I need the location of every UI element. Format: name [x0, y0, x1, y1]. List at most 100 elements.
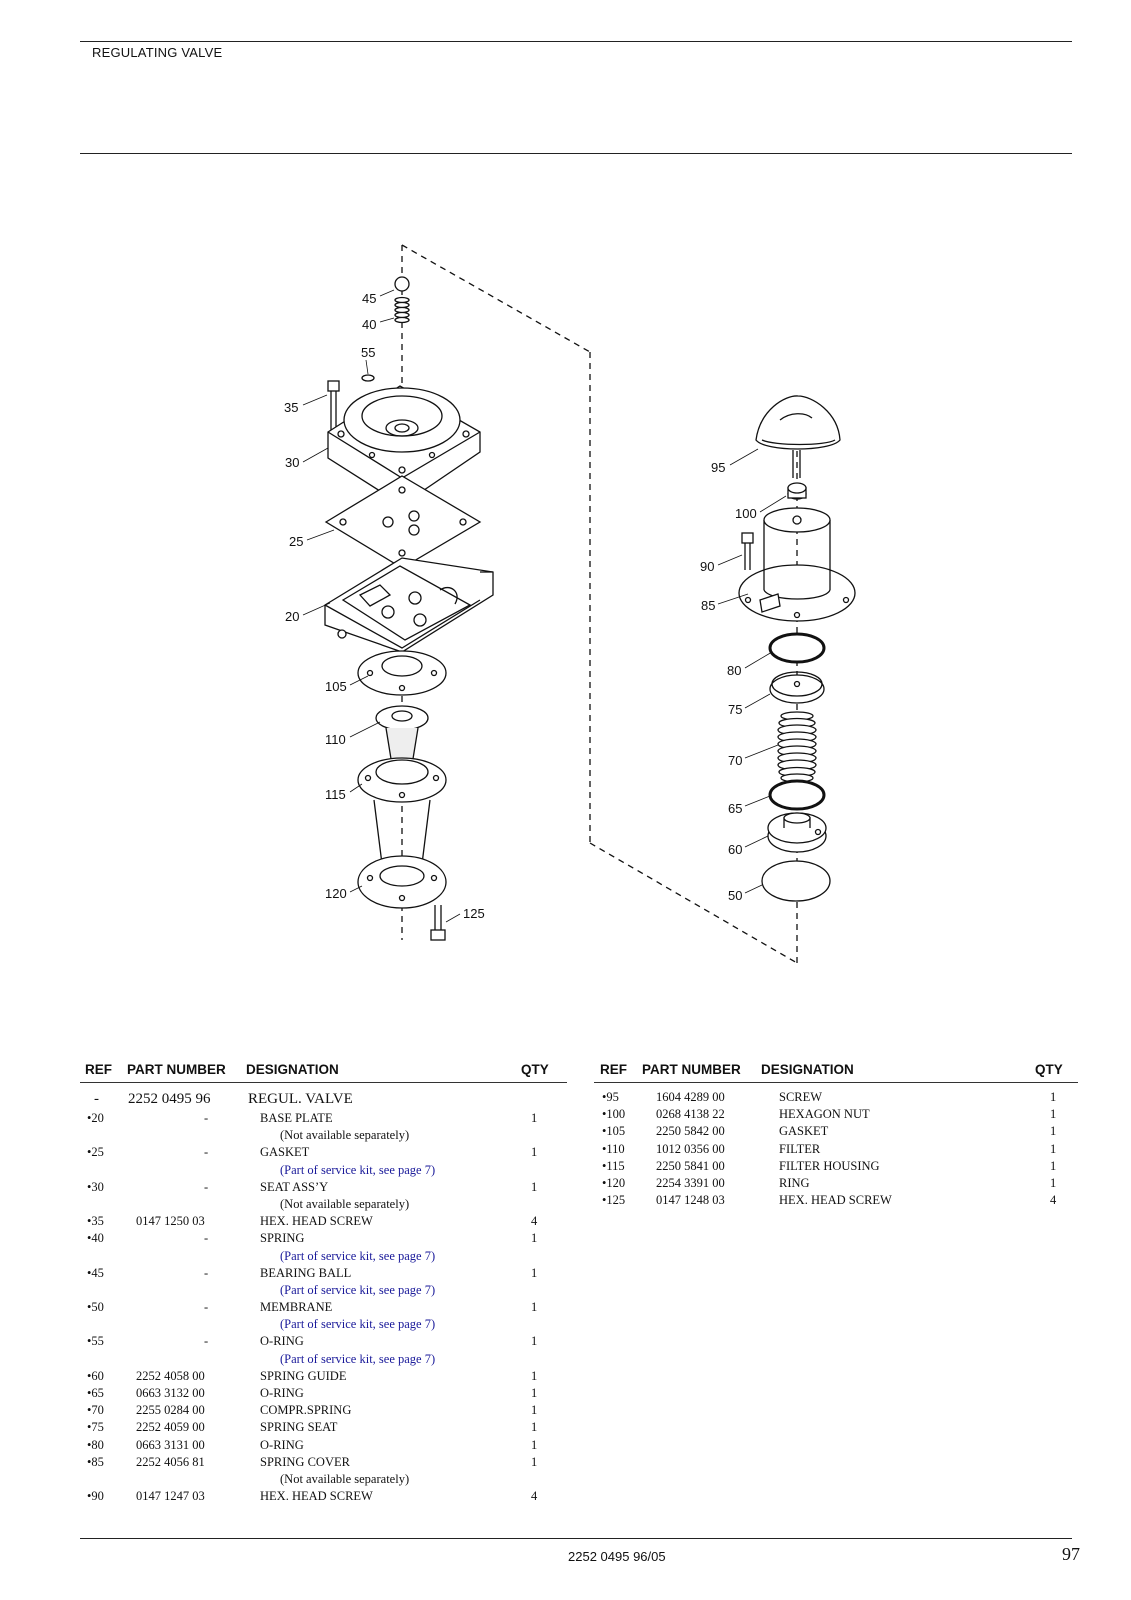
table-row: •105 2250 5842 00 GASKET 1 — [594, 1123, 1078, 1140]
table-row: •95 1604 4289 00 SCREW 1 — [594, 1089, 1078, 1106]
part-85-spring-cover — [738, 507, 856, 622]
callout-25: 25 — [289, 534, 303, 549]
table-row: •90 0147 1247 03 HEX. HEAD SCREW 4 — [80, 1488, 567, 1505]
cell-part-number: 2252 0495 96 — [128, 1091, 211, 1107]
cell-ref: •105 — [602, 1124, 626, 1139]
callout-20: 20 — [285, 609, 299, 624]
part-70-compr-spring — [777, 711, 817, 783]
table-row-note: (Part of service kit, see page 7) — [80, 1351, 567, 1368]
column-header-ref: REF — [85, 1062, 112, 1077]
cell-note: (Not available separately) — [280, 1196, 410, 1211]
column-header-qty: QTY — [521, 1062, 549, 1077]
callout-80: 80 — [727, 663, 741, 678]
callout-labels: 45 40 55 35 30 25 20 105 110 115 120 125… — [284, 291, 757, 921]
cell-ref: •20 — [87, 1111, 104, 1125]
page-number: 97 — [1062, 1544, 1080, 1564]
cell-designation: RING — [779, 1175, 810, 1190]
callout-85: 85 — [701, 598, 715, 613]
callout-65: 65 — [728, 801, 742, 816]
cell-qty: 1 — [531, 1437, 538, 1452]
cell-ref: •125 — [602, 1193, 626, 1208]
table-row: •115 2250 5841 00 FILTER HOUSING 1 — [594, 1158, 1078, 1175]
cell-designation: SCREW — [779, 1090, 823, 1104]
callout-40: 40 — [362, 317, 376, 332]
footer-rule — [80, 1538, 1072, 1539]
callout-50: 50 — [728, 888, 742, 903]
cell-part-number: - — [204, 1179, 209, 1194]
part-120-ring — [357, 855, 447, 909]
cell-ref: •50 — [87, 1300, 104, 1315]
cell-qty: 1 — [531, 1231, 538, 1246]
column-header-part-number: PART NUMBER — [127, 1062, 226, 1077]
cell-qty: 1 — [531, 1403, 538, 1418]
callout-100: 100 — [735, 506, 757, 521]
part-45-bearing-ball — [394, 276, 410, 292]
cell-designation: REGUL. VALVE — [248, 1091, 353, 1107]
cell-designation: O-RING — [260, 1386, 304, 1400]
table-row: •20 - BASE PLATE 1 — [80, 1110, 567, 1127]
table-row: •85 2252 4056 81 SPRING COVER 1 — [80, 1454, 567, 1471]
cell-qty: 1 — [1050, 1158, 1057, 1173]
table-row: •60 2252 4058 00 SPRING GUIDE 1 — [80, 1368, 567, 1385]
cell-ref: •90 — [87, 1489, 104, 1504]
cell-part-number: 0663 3132 00 — [136, 1386, 205, 1400]
part-25-gasket — [324, 475, 482, 569]
cell-designation: HEX. HEAD SCREW — [260, 1214, 373, 1229]
cell-part-number: 0663 3131 00 — [136, 1437, 205, 1452]
cell-part-number: - — [204, 1231, 209, 1246]
part-125-screw — [430, 905, 446, 941]
cell-designation: SPRING — [260, 1231, 305, 1246]
part-115-filter-housing — [357, 757, 447, 873]
cell-ref: •55 — [87, 1334, 104, 1349]
part-55-o-ring — [361, 374, 375, 382]
part-20-base-plate — [324, 557, 494, 653]
parts-table-left: REF PART NUMBER DESIGNATION QTY - 2252 0… — [80, 1060, 567, 1505]
table-row: •40 - SPRING 1 — [80, 1230, 567, 1247]
table-row-note: (Part of service kit, see page 7) — [80, 1248, 567, 1265]
cell-ref: •25 — [87, 1145, 104, 1160]
cell-designation: FILTER HOUSING — [779, 1158, 880, 1173]
cell-designation: BASE PLATE — [260, 1111, 333, 1125]
cell-designation: HEX. HEAD SCREW — [779, 1193, 892, 1208]
cell-part-number: 1012 0356 00 — [656, 1141, 725, 1156]
callout-105: 105 — [325, 679, 347, 694]
cell-part-number: 0147 1247 03 — [136, 1489, 205, 1504]
table-header-right: REF PART NUMBER DESIGNATION QTY — [594, 1060, 1078, 1083]
table-row: •25 - GASKET 1 — [80, 1144, 567, 1161]
cell-qty: 4 — [531, 1489, 538, 1504]
cell-ref: •40 — [87, 1231, 104, 1246]
table-row: •75 2252 4059 00 SPRING SEAT 1 — [80, 1419, 567, 1436]
cell-part-number: 0147 1250 03 — [136, 1214, 205, 1229]
part-100-hexagon-nut — [787, 482, 807, 500]
cell-qty: 1 — [531, 1420, 538, 1435]
cell-note: (Not available separately) — [280, 1128, 410, 1143]
callout-115: 115 — [325, 787, 346, 802]
cell-qty: 1 — [531, 1300, 538, 1315]
table-row-note: (Part of service kit, see page 7) — [80, 1162, 567, 1179]
header-bottom-rule — [80, 153, 1072, 154]
table-row: •45 - BEARING BALL 1 — [80, 1265, 567, 1282]
cell-ref: •45 — [87, 1265, 104, 1280]
cell-ref: •120 — [602, 1175, 626, 1190]
part-30-seat-assy — [327, 385, 481, 506]
callout-125: 125 — [463, 906, 485, 921]
cell-qty: 1 — [531, 1265, 538, 1280]
callout-30: 30 — [285, 455, 299, 470]
part-80-o-ring — [768, 632, 826, 664]
part-90-screw — [741, 532, 754, 570]
cell-qty: 1 — [531, 1111, 538, 1125]
column-header-designation: DESIGNATION — [246, 1062, 339, 1077]
cell-ref: •100 — [602, 1107, 626, 1122]
cell-part-number: 2255 0284 00 — [136, 1403, 205, 1418]
cell-note: (Part of service kit, see page 7) — [280, 1248, 436, 1263]
cell-qty: 1 — [531, 1334, 538, 1349]
table-row: •65 0663 3132 00 O-RING 1 — [80, 1385, 567, 1402]
cell-designation: GASKET — [260, 1145, 310, 1160]
cell-part-number: 2254 3391 00 — [656, 1175, 725, 1190]
cell-qty: 1 — [1050, 1124, 1057, 1139]
cell-note: (Not available separately) — [280, 1471, 410, 1486]
cell-ref: •95 — [602, 1090, 619, 1104]
table-row-note: (Not available separately) — [80, 1127, 567, 1144]
cell-designation: HEXAGON NUT — [779, 1107, 870, 1122]
callout-90: 90 — [700, 559, 714, 574]
